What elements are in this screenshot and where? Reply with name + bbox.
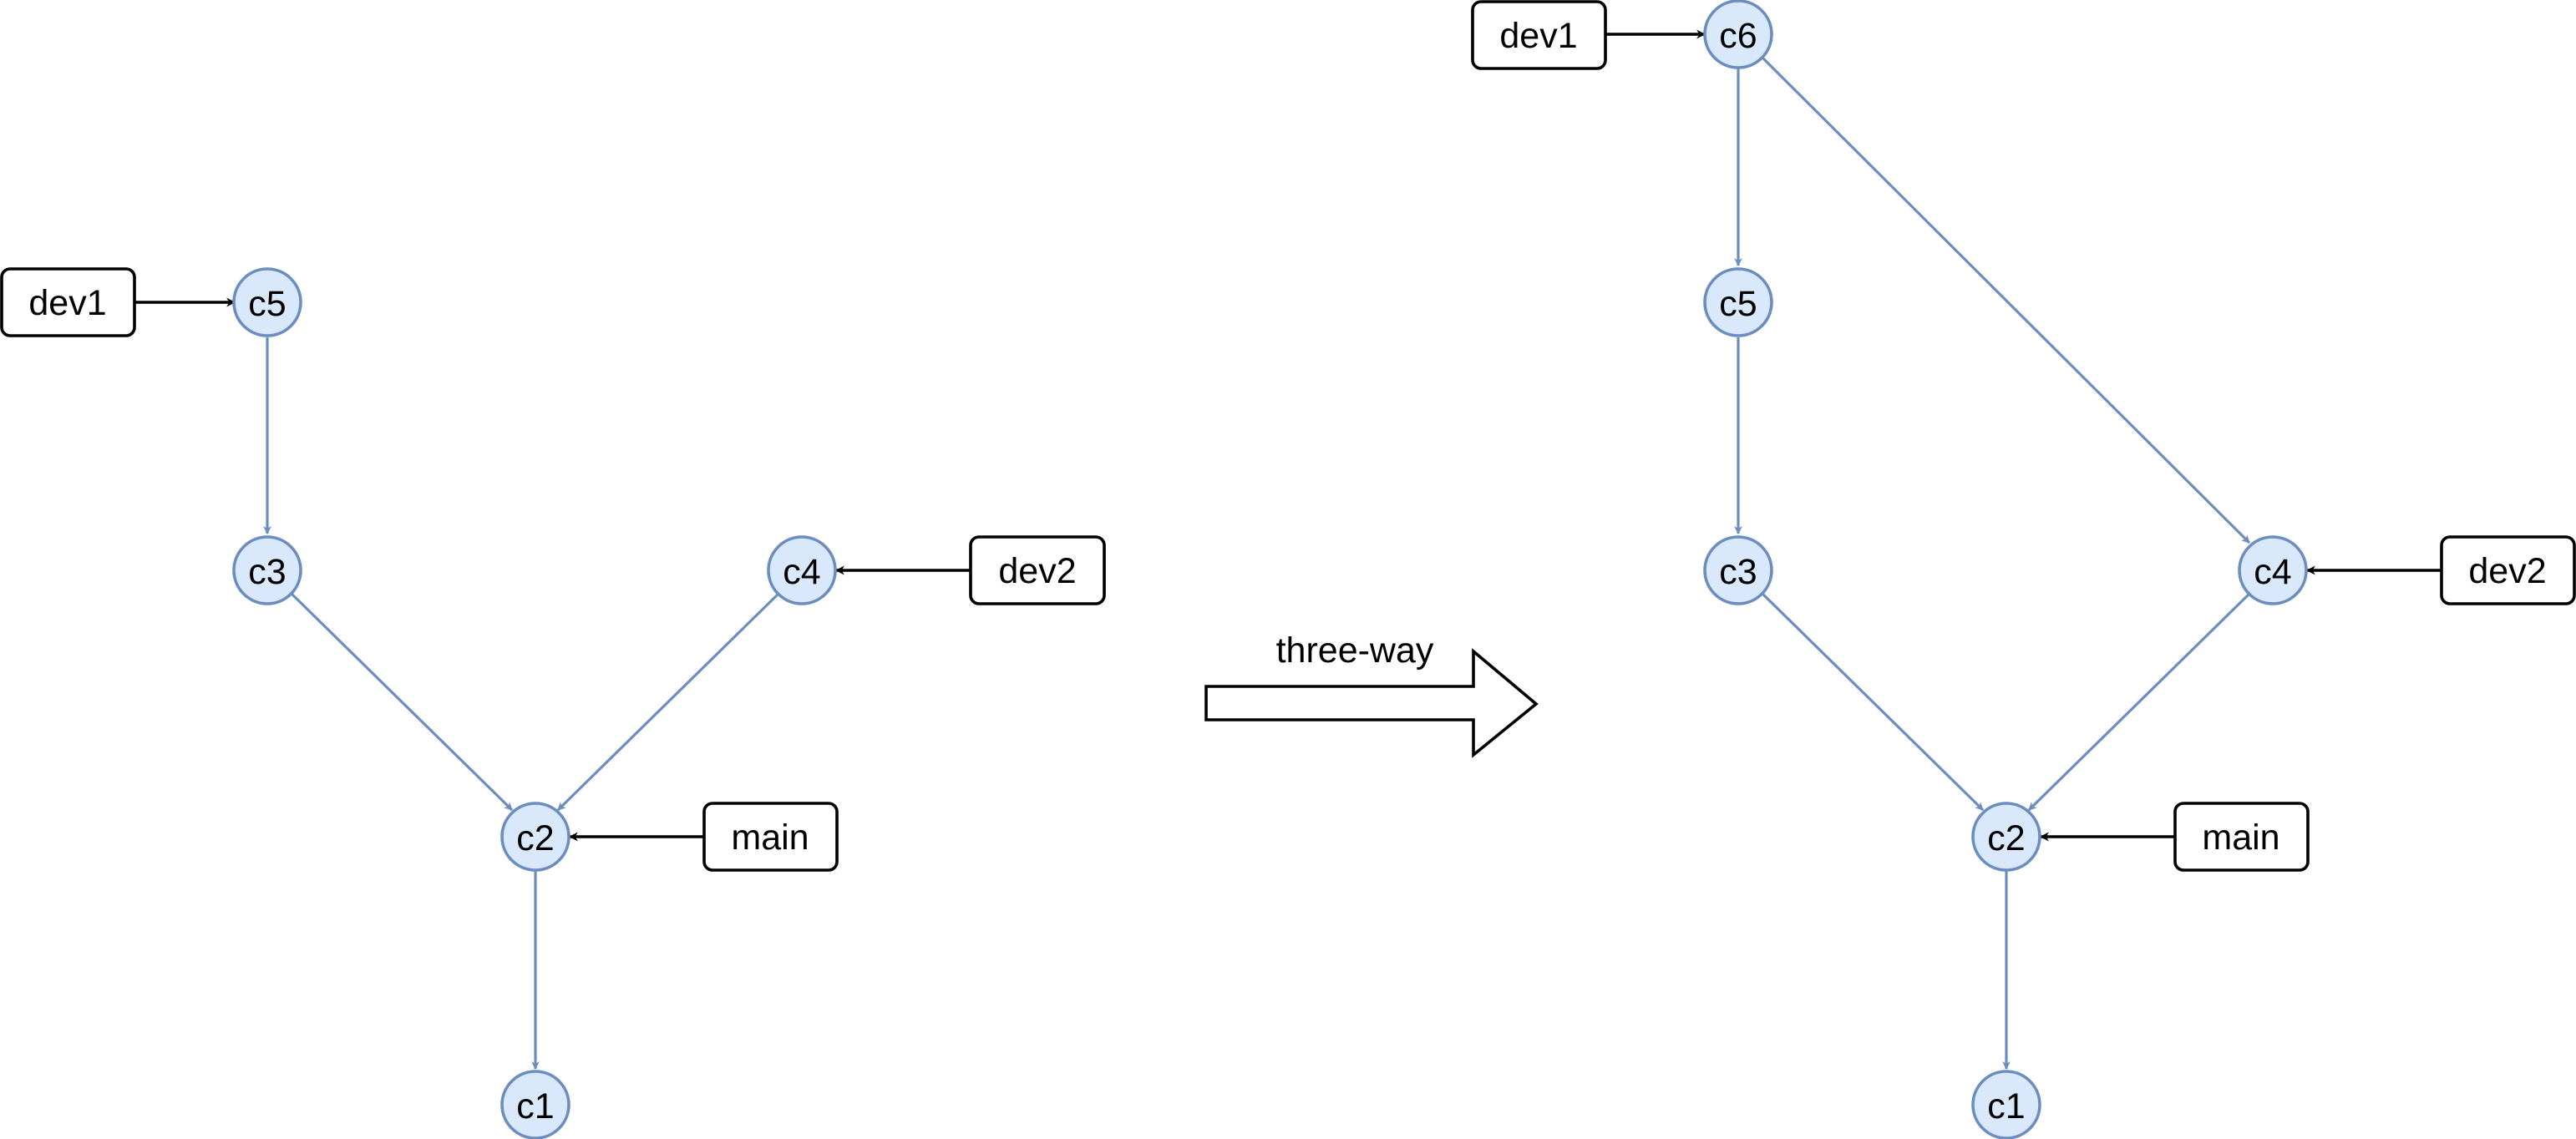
branch-dev2[interactable]: dev2 (2440, 535, 2576, 605)
branch-dev1-label: dev1 (28, 283, 106, 323)
branch-dev2[interactable]: dev2 (969, 535, 1106, 605)
commit-c4[interactable]: c4 (767, 535, 837, 605)
commit-c3[interactable]: c3 (1703, 535, 1773, 605)
branch-dev1[interactable]: dev1 (0, 267, 136, 337)
commit-c4[interactable]: c4 (2238, 535, 2308, 605)
commit-c1-label: c1 (1987, 1086, 2025, 1126)
commit-c1[interactable]: c1 (500, 1070, 570, 1139)
commit-c1-label: c1 (516, 1086, 554, 1126)
branch-dev2-label: dev2 (998, 551, 1076, 591)
commit-c2-label: c2 (516, 818, 554, 858)
edge-c4-to-c2 (2027, 592, 2251, 812)
branch-dev1[interactable]: dev1 (1471, 0, 1607, 70)
before-graph: c5 c3 c4 c2 c1 dev1 dev2 main (0, 267, 1106, 1139)
edge-c3-to-c2 (290, 592, 514, 812)
branch-main-label: main (731, 818, 809, 858)
branch-main[interactable]: main (702, 802, 839, 872)
commit-c2[interactable]: c2 (500, 802, 570, 872)
commit-c5-label: c5 (248, 284, 286, 324)
commit-c4-label: c4 (2254, 552, 2291, 592)
commit-c1[interactable]: c1 (1971, 1070, 2041, 1139)
commit-c5-label: c5 (1719, 284, 1757, 324)
commit-c6[interactable]: c6 (1703, 0, 1773, 69)
three-way-arrow: three-way (1204, 630, 1539, 758)
commit-c5[interactable]: c5 (232, 267, 302, 337)
branch-main[interactable]: main (2173, 802, 2310, 872)
branch-dev1-label: dev1 (1499, 16, 1577, 56)
edge-c4-to-c2 (556, 592, 780, 812)
commit-c4-label: c4 (783, 552, 820, 592)
commit-c6-label: c6 (1719, 16, 1757, 56)
commit-c3-label: c3 (1719, 552, 1757, 592)
commit-c3-label: c3 (248, 552, 286, 592)
commit-c2-label: c2 (1987, 818, 2025, 858)
merge-direction-arrow-icon (1204, 648, 1539, 758)
branch-dev2-label: dev2 (2468, 551, 2546, 591)
edge-c3-to-c2 (1761, 592, 1985, 812)
commit-c2[interactable]: c2 (1971, 802, 2041, 872)
commit-c3[interactable]: c3 (232, 535, 302, 605)
edge-c6-to-c4 (1761, 56, 2251, 544)
commit-c5[interactable]: c5 (1703, 267, 1773, 337)
branch-main-label: main (2202, 818, 2279, 858)
after-graph: c6 c5 c3 c4 c2 c1 dev1 dev2 (1471, 0, 2576, 1139)
merge-label: three-way (1276, 630, 1434, 671)
